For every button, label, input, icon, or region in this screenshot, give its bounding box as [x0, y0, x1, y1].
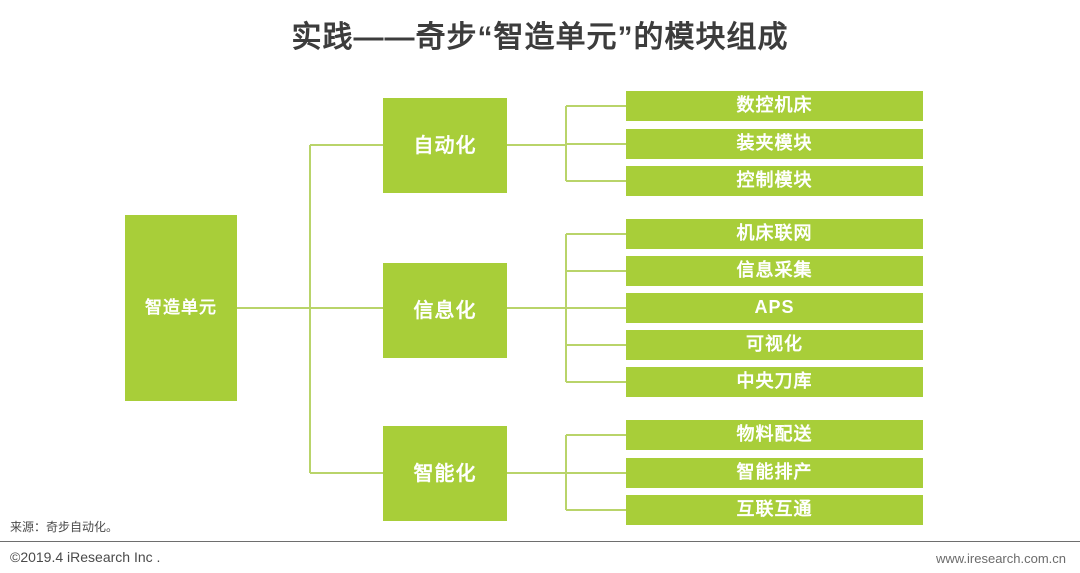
tree-branch-node-informatization[interactable]: 信息化: [383, 263, 507, 358]
tree-leaf-node[interactable]: 物料配送: [626, 420, 923, 450]
tree-leaf-node[interactable]: 数控机床: [626, 91, 923, 121]
website-url: www.iresearch.com.cn: [935, 551, 1066, 566]
page-title: 实践——奇步“智造单元”的模块组成: [291, 21, 789, 54]
copyright-text: ©2019.4 iResearch Inc .: [10, 549, 161, 565]
tree-root-node[interactable]: 智造单元: [125, 215, 237, 401]
tree-leaf-node[interactable]: APS: [626, 293, 923, 323]
source-note: 来源：奇步自动化。: [10, 520, 119, 534]
footer-divider: [0, 541, 1080, 542]
tree-leaf-node[interactable]: 机床联网: [626, 219, 923, 249]
tree-leaf-node[interactable]: 装夹模块: [626, 129, 923, 159]
tree-leaf-node[interactable]: 中央刀库: [626, 367, 923, 397]
module-composition-diagram: 智造单元 自动化 信息化 智能化 数控机床 装夹模块 控制模块 机床联网 信息采…: [125, 91, 923, 525]
tree-leaf-node[interactable]: 可视化: [626, 330, 923, 360]
tree-branch-node-intelligence[interactable]: 智能化: [383, 426, 507, 521]
tree-leaf-node[interactable]: 智能排产: [626, 458, 923, 488]
tree-leaf-node[interactable]: 控制模块: [626, 166, 923, 196]
tree-leaf-node[interactable]: 互联互通: [626, 495, 923, 525]
tree-connector-lines: [237, 105, 626, 511]
tree-leaf-node[interactable]: 信息采集: [626, 256, 923, 286]
tree-branch-node-automation[interactable]: 自动化: [383, 98, 507, 193]
